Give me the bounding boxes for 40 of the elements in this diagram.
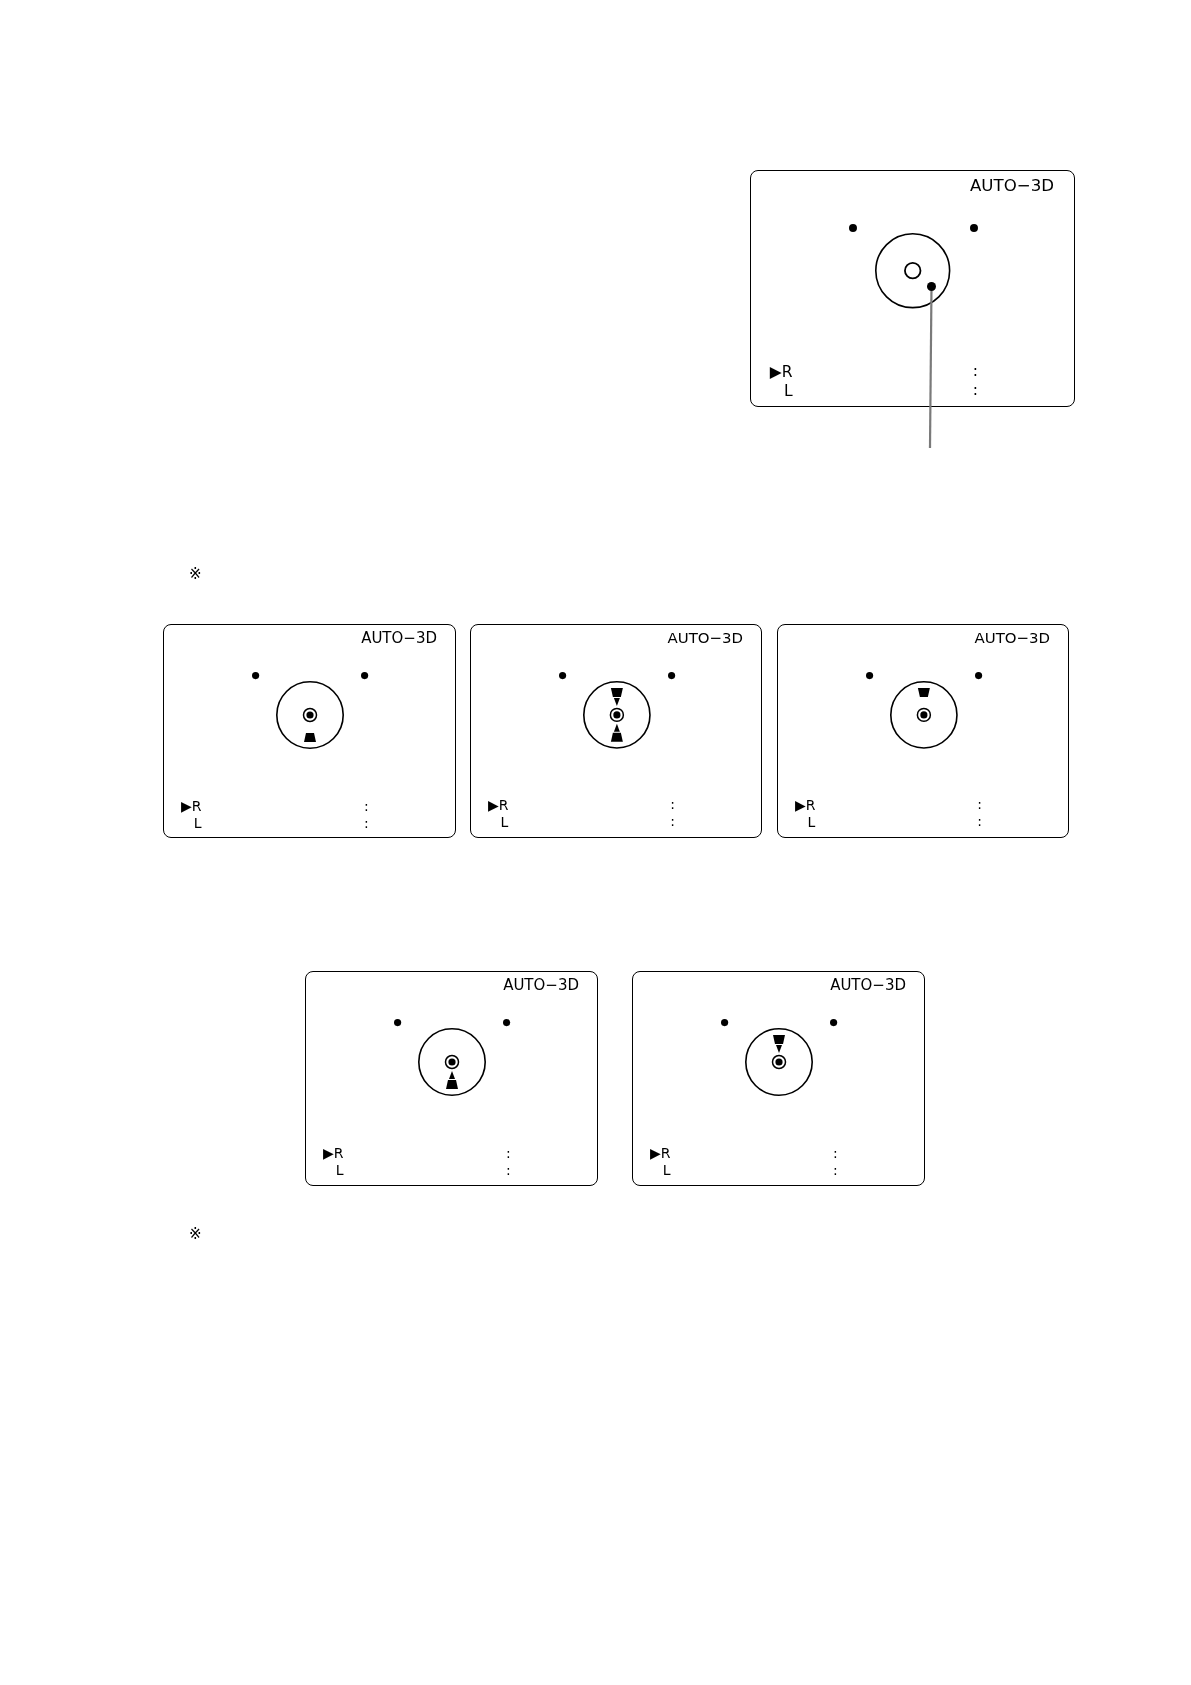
time-separator: : <box>972 382 979 399</box>
channel-label: L <box>782 381 793 401</box>
channel-label: ▶R <box>487 797 509 815</box>
channel-label: ▶R <box>181 798 202 815</box>
channel-label: L <box>334 1162 344 1179</box>
mode-label: AUTO−3D <box>969 177 1055 195</box>
time-separator: : <box>506 1146 511 1160</box>
time-separator: : <box>364 799 369 813</box>
time-separator: : <box>670 798 675 813</box>
display-screen <box>632 971 925 1186</box>
channel-label: ▶R <box>794 797 816 815</box>
mode-label: AUTO−3D <box>503 978 579 993</box>
display-screen <box>470 624 762 838</box>
channel-label: L <box>806 814 816 832</box>
marker-dot <box>927 282 936 291</box>
mode-label: AUTO−3D <box>830 978 906 993</box>
channel-label: ▶R <box>650 1145 671 1162</box>
mode-label: AUTO−3D <box>667 630 744 646</box>
display-screen <box>163 624 456 838</box>
mode-label: AUTO−3D <box>974 630 1051 646</box>
mode-label: AUTO−3D <box>361 631 437 646</box>
channel-label: ▶R <box>769 362 793 382</box>
channel-label: L <box>661 1162 671 1179</box>
time-separator: : <box>977 798 982 813</box>
time-separator: : <box>364 816 369 830</box>
channel-label: L <box>192 815 202 832</box>
time-separator: : <box>833 1146 838 1160</box>
time-separator: : <box>670 815 675 830</box>
display-screen <box>777 624 1069 838</box>
leader-line <box>928 291 933 448</box>
time-separator: : <box>833 1163 838 1177</box>
time-separator: : <box>506 1163 511 1177</box>
channel-label: L <box>499 814 509 832</box>
time-separator: : <box>977 815 982 830</box>
display-screen <box>305 971 598 1186</box>
channel-label: ▶R <box>323 1145 344 1162</box>
reference-mark: ※ <box>189 1227 202 1242</box>
display-screen <box>750 170 1075 407</box>
time-separator: : <box>972 364 979 380</box>
reference-mark: ※ <box>189 567 202 582</box>
